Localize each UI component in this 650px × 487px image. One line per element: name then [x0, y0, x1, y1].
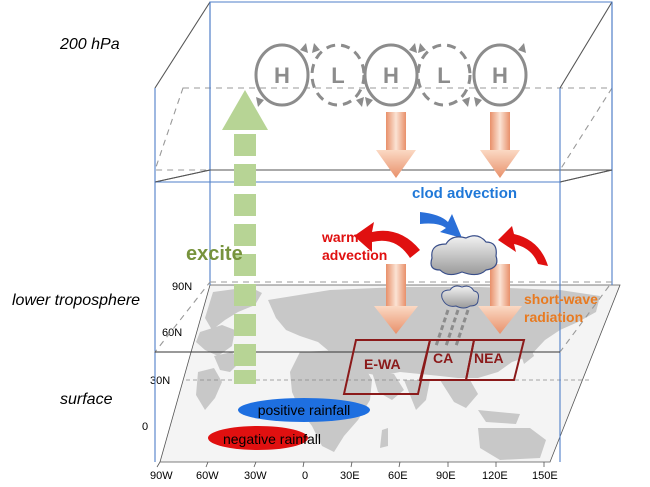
- pressure-label-h1: H: [274, 63, 290, 88]
- lon-tick-120e: 120E: [482, 470, 508, 482]
- positive-rainfall-ellipse: [238, 398, 370, 422]
- cloud-icon-small: [434, 285, 479, 347]
- pressure-systems: H L H L H: [254, 43, 528, 107]
- lat-tick-30n: 30N: [150, 375, 170, 387]
- cloud-advection-label: clod advection: [412, 185, 517, 202]
- high-pressure-3: H: [472, 43, 528, 107]
- lon-tick-90e: 90E: [436, 470, 456, 482]
- lon-tick-30e: 30E: [340, 470, 360, 482]
- region-label-ca: CA: [433, 350, 453, 366]
- lon-tick-0: 0: [302, 470, 308, 482]
- lon-tick-30w: 30W: [244, 470, 267, 482]
- lon-ticks: 90W 60W 30W 0 30E 60E 90E 120E 150E: [150, 470, 558, 482]
- excite-arrow: [222, 90, 268, 384]
- positive-rainfall-label: positive rainfall: [258, 402, 351, 418]
- subsidence-arrow-left-upper: [376, 112, 416, 178]
- region-label-nea: NEA: [474, 350, 504, 366]
- shortwave-label-2: radiation: [524, 309, 583, 325]
- box-frame: [153, 1, 614, 462]
- region-e-wa: [342, 339, 432, 395]
- pressure-label-l2: L: [437, 63, 450, 88]
- high-pressure-2: H: [363, 43, 419, 107]
- region-nea: [464, 339, 526, 381]
- warm-advection-arrow-right: [498, 226, 548, 266]
- cloud-advection-arrow: [420, 212, 462, 238]
- upper-plane-dashed: [154, 87, 614, 171]
- level-label-lower-troposphere: lower troposphere: [12, 292, 141, 309]
- lat-tick-0: 0: [142, 421, 148, 433]
- lat-tick-90n: 90N: [172, 281, 192, 293]
- warm-advection-arrow-left: [354, 222, 420, 258]
- pressure-label-l1: L: [331, 63, 344, 88]
- low-pressure-1: L: [310, 43, 366, 107]
- subsidence-arrow-left-lower: [374, 264, 418, 334]
- middle-plane: [154, 169, 613, 183]
- upper-plane-back: [209, 1, 613, 171]
- pressure-label-h2: H: [383, 63, 399, 88]
- lon-tick-60e: 60E: [388, 470, 408, 482]
- pressure-label-h3: H: [492, 63, 508, 88]
- region-label-e-wa: E-WA: [364, 356, 401, 372]
- lat-tick-60n: 60N: [162, 327, 182, 339]
- negative-rainfall-label: negative rainfall: [223, 431, 321, 447]
- subsidence-arrow-right-upper: [480, 112, 520, 178]
- lon-tick-150e: 150E: [532, 470, 558, 482]
- region-boxes: [342, 339, 526, 395]
- subsidence-arrow-right-lower: [478, 264, 522, 334]
- negative-rainfall-ellipse: [208, 426, 308, 450]
- shortwave-label-1: short-wave: [524, 291, 598, 307]
- cloud-icon-large: [430, 235, 498, 276]
- warm-advection-label-1: warm: [321, 229, 359, 245]
- excite-label: excite: [186, 243, 243, 265]
- level-label-surface: surface: [60, 391, 113, 408]
- low-pressure-2: L: [416, 43, 472, 107]
- lon-tick-60w: 60W: [196, 470, 219, 482]
- lon-tick-90w: 90W: [150, 470, 173, 482]
- level-label-200hpa: 200 hPa: [60, 36, 120, 53]
- warm-advection-label-2: advection: [322, 247, 387, 263]
- high-pressure-1: H: [254, 43, 310, 107]
